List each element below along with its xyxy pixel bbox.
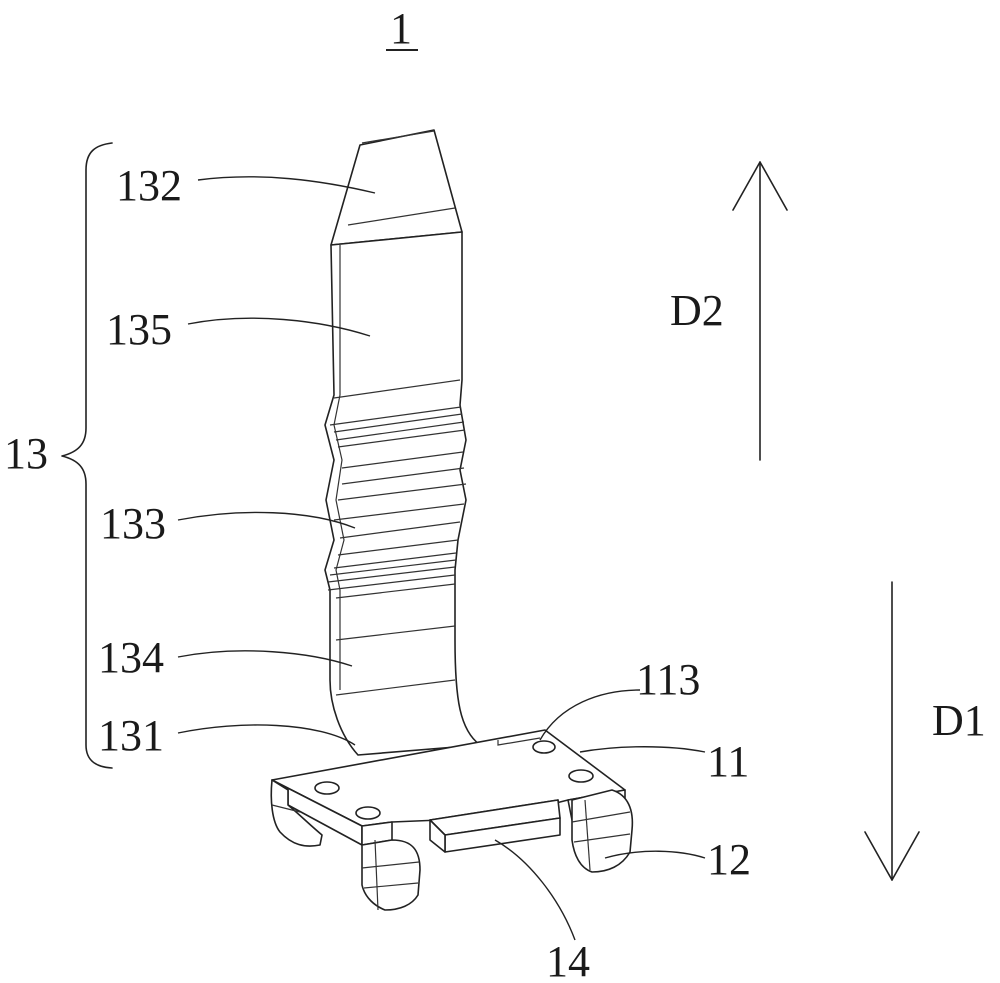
label-d1: D1: [932, 696, 986, 745]
hole-113-a: [315, 782, 339, 794]
label-12: 12: [707, 835, 751, 884]
leader-113: [540, 690, 640, 740]
label-d2: D2: [670, 286, 724, 335]
leader-14: [495, 840, 575, 940]
leg-front-right: [572, 790, 632, 872]
label-135: 135: [106, 305, 172, 354]
label-11: 11: [707, 737, 749, 786]
hole-113-c: [533, 741, 555, 753]
figure-number: 1: [390, 4, 412, 53]
terminal-blade: [325, 130, 480, 755]
label-134: 134: [98, 633, 164, 682]
leg-front-left: [362, 840, 420, 910]
label-14: 14: [546, 937, 590, 983]
label-131: 131: [98, 711, 164, 760]
arrow-d1: [865, 582, 919, 880]
section-135: [325, 232, 480, 755]
leader-131: [178, 725, 355, 745]
hole-113-d: [569, 770, 593, 782]
leader-134: [178, 651, 352, 666]
label-113: 113: [636, 655, 700, 704]
label-132: 132: [116, 161, 182, 210]
label-133: 133: [100, 499, 166, 548]
hole-113-b: [356, 807, 380, 819]
leader-11: [580, 747, 705, 752]
label-13: 13: [4, 429, 48, 478]
arrow-d2: [733, 162, 787, 460]
